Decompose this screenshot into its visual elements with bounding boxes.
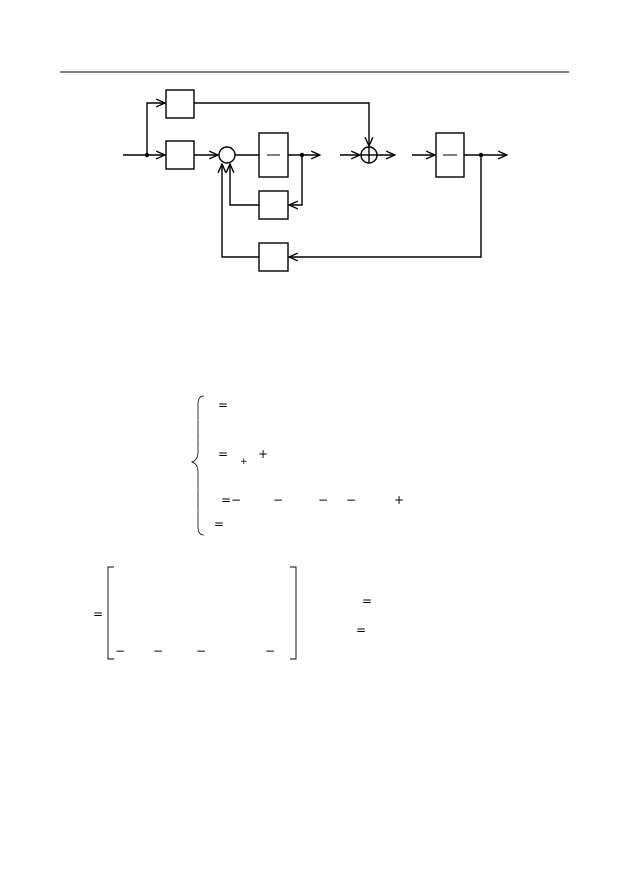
outer-feedback-line <box>289 155 482 257</box>
eq3-equals-minus: =− <box>221 493 241 507</box>
feedforward-output-line <box>194 102 369 146</box>
eq2-plus-sub: + <box>240 457 248 467</box>
eq3-minus-2: − <box>318 493 328 507</box>
inner-feedback-block <box>258 190 289 220</box>
block-diagram <box>123 89 507 272</box>
feedforward-block <box>165 89 195 119</box>
matrix-row4-minus-1: − <box>115 644 125 658</box>
brace-dots <box>197 419 199 511</box>
matrix-row4-minus-3: − <box>196 644 206 658</box>
summing-junction-1 <box>218 146 236 164</box>
eq3-minus-3: − <box>346 493 356 507</box>
side-eq1-equals: = <box>362 594 372 608</box>
eq3-minus-1: − <box>273 493 283 507</box>
eq2-equals: = <box>218 447 228 461</box>
eq2-plus: + <box>258 447 268 461</box>
matrix-right-bracket <box>290 566 297 660</box>
matrix-left-bracket <box>107 566 114 660</box>
inner-feedback-return-line <box>230 164 259 206</box>
outer-feedback-return-line <box>222 164 259 258</box>
state-equation-system: = = + + =− − − − + = <box>190 395 404 536</box>
matrix-equals: = <box>93 607 103 621</box>
side-eq2-equals: = <box>356 623 366 637</box>
system-matrix: = − − − − = = <box>93 566 372 660</box>
matrix-row4-minus-4: − <box>265 644 275 658</box>
eq4-equals: = <box>214 517 224 531</box>
matrix-row4-minus-2: − <box>153 644 163 658</box>
eq1-equals: = <box>218 398 228 412</box>
feedforward-branch-line <box>146 103 165 155</box>
inner-feedback-line <box>289 155 303 205</box>
eq3-plus: + <box>394 493 404 507</box>
input-gain-block <box>165 140 195 170</box>
outer-feedback-block <box>258 242 289 272</box>
system-brace <box>190 395 205 536</box>
